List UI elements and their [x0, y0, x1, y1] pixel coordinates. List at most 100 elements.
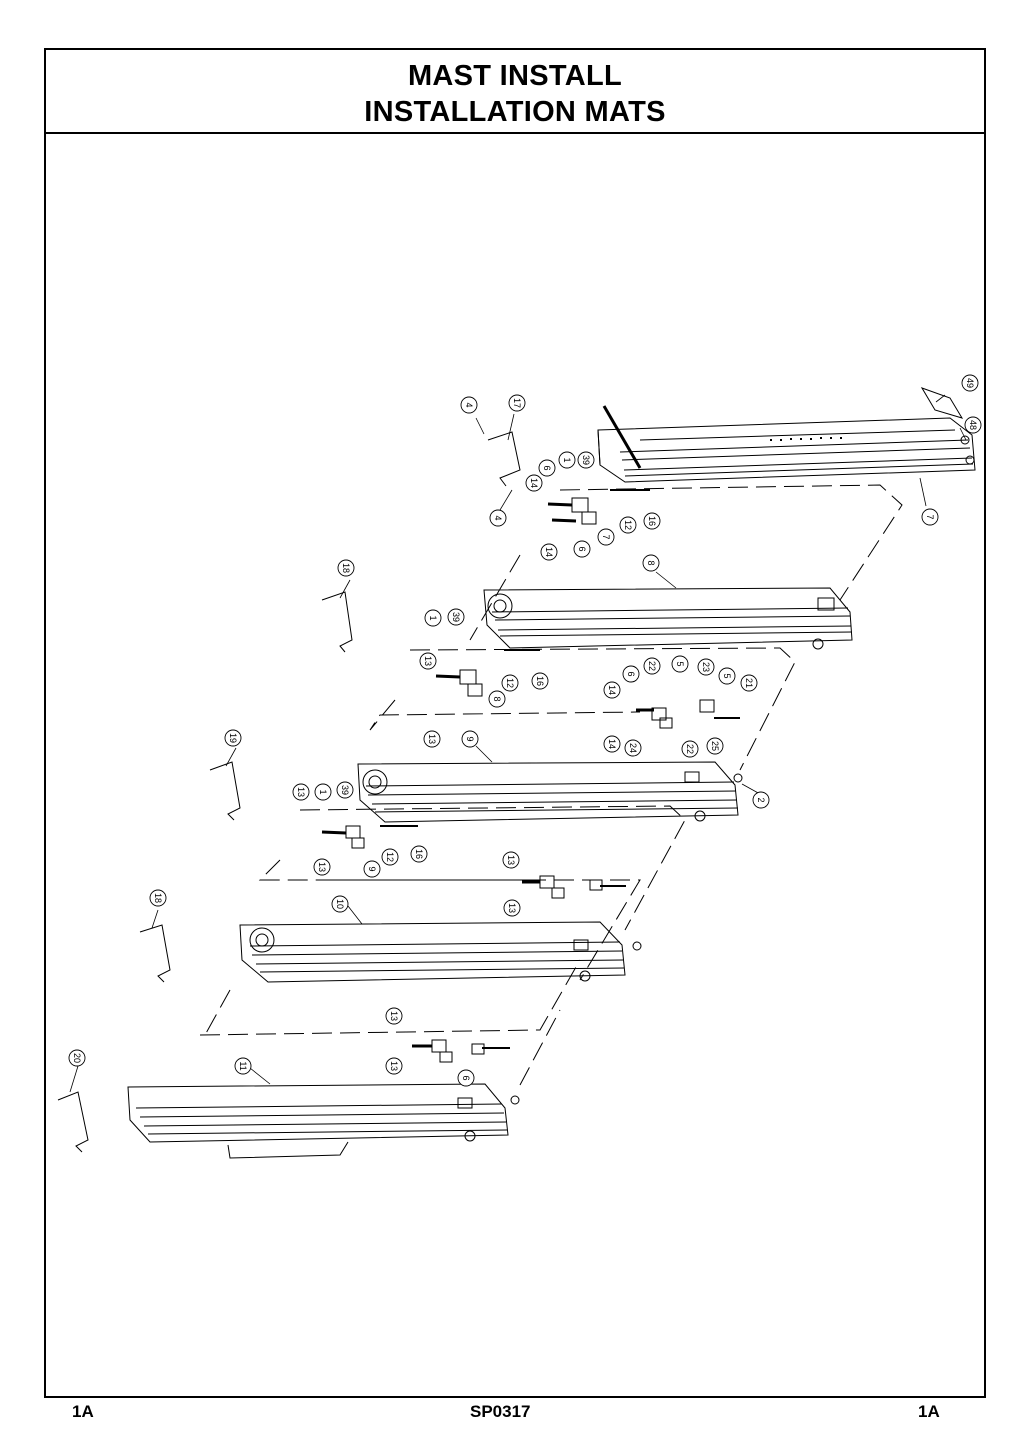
callout-label: 48	[968, 420, 978, 430]
callout-label: 14	[529, 478, 539, 488]
callout-label: 13	[389, 1061, 399, 1071]
callout-label: 9	[465, 736, 475, 741]
callout-label: 39	[340, 785, 350, 795]
callout-label: 10	[335, 899, 345, 909]
callout-13: 13	[385, 1007, 403, 1025]
callout-14: 14	[603, 735, 621, 753]
callout-13: 13	[419, 652, 437, 670]
callout-39: 39	[336, 781, 354, 799]
callout-label: 9	[367, 866, 377, 871]
mat-8	[483, 587, 853, 650]
title-line-2: INSTALLATION MATS	[364, 96, 666, 128]
plate-20	[57, 1091, 89, 1153]
callout-39: 39	[577, 451, 595, 469]
callout-label: 14	[544, 547, 554, 557]
callout-21: 21	[740, 674, 758, 692]
callout-label: 4	[464, 402, 474, 407]
callout-7: 7	[597, 528, 615, 546]
plate-18-lower	[139, 924, 171, 983]
callout-label: 24	[628, 743, 638, 753]
callout-20: 20	[68, 1049, 86, 1067]
callout-13: 13	[503, 899, 521, 917]
mat-7	[597, 387, 976, 483]
callout-label: 23	[701, 662, 711, 672]
callout-label: 6	[542, 465, 552, 470]
callout-label: 13	[423, 656, 433, 666]
callout-1: 1	[424, 609, 442, 627]
callout-label: 6	[626, 671, 636, 676]
callout-6: 6	[538, 459, 556, 477]
callout-label: 11	[238, 1061, 248, 1070]
callout-7: 7	[921, 508, 939, 526]
callout-11: 11	[234, 1057, 252, 1075]
callout-25: 25	[706, 737, 724, 755]
callout-24: 24	[624, 739, 642, 757]
mat-9	[357, 761, 743, 823]
callout-label: 20	[72, 1053, 82, 1063]
callout-22: 22	[643, 657, 661, 675]
mat-11	[127, 1083, 520, 1159]
page-number-right: 1A	[918, 1402, 940, 1421]
callout-6: 6	[622, 665, 640, 683]
hardware-cluster-1	[547, 489, 650, 525]
plate-19	[209, 761, 241, 821]
callout-label: 25	[710, 741, 720, 751]
callout-14: 14	[540, 543, 558, 561]
callout-label: 13	[317, 862, 327, 872]
callout-label: 39	[581, 455, 591, 465]
callout-label: 12	[623, 520, 633, 530]
callout-22: 22	[681, 740, 699, 758]
callout-label: 22	[685, 744, 695, 754]
callout-4: 4	[489, 509, 507, 527]
callout-label: 13	[389, 1011, 399, 1021]
callout-4: 4	[460, 396, 478, 414]
callout-16: 16	[410, 845, 428, 863]
title-line-1: MAST INSTALL	[407, 60, 623, 92]
callout-label: 4	[493, 515, 503, 520]
callout-label: 2	[756, 797, 766, 802]
callout-13: 13	[502, 851, 520, 869]
page-number-left: 1A	[72, 1402, 94, 1421]
callout-label: 22	[647, 661, 657, 671]
callout-label: 19	[228, 733, 238, 743]
mat-10	[239, 921, 642, 983]
callout-6: 6	[457, 1069, 475, 1087]
callout-13: 13	[423, 730, 441, 748]
callout-label: 13	[296, 787, 306, 797]
callout-label: 5	[722, 673, 732, 678]
callout-label: 16	[414, 849, 424, 859]
callout-label: 14	[607, 739, 617, 749]
callout-8: 8	[642, 554, 660, 572]
hardware-cluster-3	[636, 699, 740, 729]
callout-label: 7	[925, 514, 935, 519]
callout-label: 8	[646, 560, 656, 565]
callout-label: 14	[607, 685, 617, 695]
callout-label: 16	[647, 516, 657, 526]
callout-label: 13	[506, 855, 516, 865]
callout-label: 12	[505, 678, 515, 688]
callout-label: 16	[535, 676, 545, 686]
callout-23: 23	[697, 658, 715, 676]
callout-label: 6	[577, 546, 587, 551]
callout-16: 16	[643, 512, 661, 530]
callout-18: 18	[149, 889, 167, 907]
title-block: MAST INSTALL INSTALLATION MATS	[46, 50, 984, 134]
callout-label: 18	[341, 563, 351, 573]
leader-lines	[69, 394, 967, 1093]
callout-12: 12	[619, 516, 637, 534]
callout-label: 18	[153, 893, 163, 903]
callout-label: 1	[562, 457, 572, 462]
callout-label: 17	[512, 398, 522, 408]
callout-label: 39	[451, 612, 461, 622]
callout-18: 18	[337, 559, 355, 577]
hardware-cluster-5	[522, 875, 626, 899]
callout-13: 13	[385, 1057, 403, 1075]
callout-2: 2	[752, 791, 770, 809]
callout-5: 5	[718, 667, 736, 685]
callout-13: 13	[313, 858, 331, 876]
callout-label: 7	[601, 534, 611, 539]
hardware-cluster-6	[412, 1039, 510, 1063]
callout-label: 12	[385, 852, 395, 862]
assembly-paths	[199, 484, 903, 1086]
